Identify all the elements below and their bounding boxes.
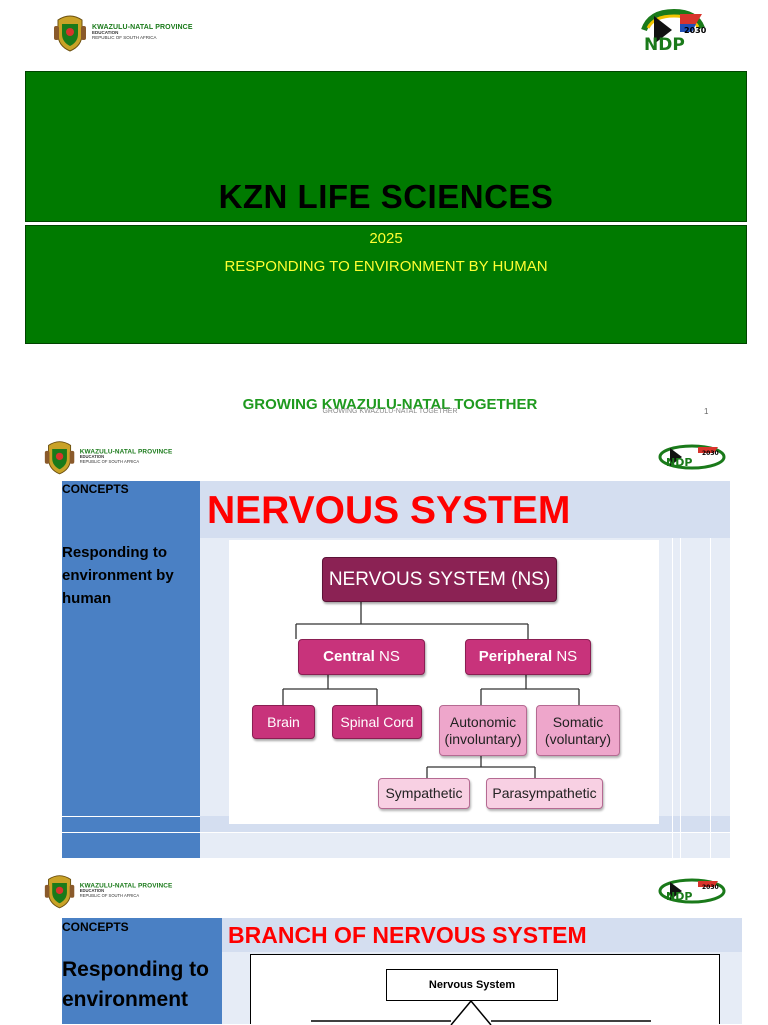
slide-heading: NERVOUS SYSTEM [207, 489, 571, 532]
dept-name: EDUCATION [79, 454, 105, 460]
tagline: GROWING KWAZULU-NATAL TOGETHER [242, 396, 538, 413]
node-central-ns: Central NS [298, 639, 425, 675]
node-nervous-system-box: Nervous System [386, 969, 558, 1001]
node-brain: Brain [252, 705, 315, 739]
coat-of-arms-icon [54, 15, 86, 52]
concepts-label: CONCEPTS [62, 482, 129, 496]
row-divider [62, 816, 200, 817]
diagram-connectors [282, 602, 580, 778]
col-divider [672, 538, 673, 858]
title-panel: KZN LIFE SCIENCES [25, 71, 747, 222]
concepts-label-3: CONCEPTS [62, 920, 129, 934]
subtitle-panel: 2025 RESPONDING TO ENVIRONMENT BY HUMAN [25, 225, 747, 344]
node-sympathetic: Sympathetic [378, 778, 470, 809]
svg-text:2030: 2030 [684, 26, 706, 35]
ndp-2030-icon: 2030 NDP [658, 878, 726, 904]
svg-text:2030: 2030 [702, 884, 719, 891]
kzn-province-logo: KWAZULU-NATAL PROVINCE EDUCATION REPUBLI… [52, 12, 193, 52]
coat-of-arms-icon [44, 441, 75, 475]
year-text: 2025 [369, 230, 403, 247]
heading-band-3 [222, 918, 742, 952]
node-spinal-cord: Spinal Cord [332, 705, 422, 739]
province-name: KWAZULU-NATAL PROVINCE [79, 448, 173, 456]
country-name: REPUBLIC OF SOUTH AFRICA [79, 458, 140, 464]
main-title: KZN LIFE SCIENCES [218, 178, 554, 215]
ndp-2030-icon: 2030 NDP [641, 8, 706, 54]
node-autonomic: Autonomic (involuntary) [439, 705, 527, 756]
node-nervous-system: NERVOUS SYSTEM (NS) [322, 557, 557, 602]
topic-text-3: Responding to environment [62, 958, 209, 1011]
ns-diagram: NERVOUS SYSTEM (NS) Central NS Periphera… [229, 540, 659, 824]
page-number: 1 [704, 407, 709, 416]
svg-text:NDP: NDP [644, 35, 685, 54]
dept-name: EDUCATION [79, 888, 105, 894]
slide-heading-3: BRANCH OF NERVOUS SYSTEM [228, 922, 587, 948]
dept-name: EDUCATION [92, 29, 119, 35]
coat-of-arms-icon [44, 875, 75, 909]
ndp-logo: 2030 NDP [640, 8, 706, 54]
concepts-column-3 [62, 918, 222, 1024]
province-name: KWAZULU-NATAL PROVINCE [92, 23, 193, 31]
node-peripheral-ns: Peripheral NS [465, 639, 591, 675]
heading-band [200, 481, 730, 538]
node-parasympathetic: Parasympathetic [486, 778, 603, 809]
ndp-2030-icon: 2030 NDP [658, 444, 726, 470]
topic-text: Responding to environment by human [62, 544, 174, 607]
tagline-shadow: GROWING KWAZULU-NATAL TOGETHER [322, 408, 458, 415]
node-somatic: Somatic (voluntary) [536, 705, 620, 756]
country-name: REPUBLIC OF SOUTH AFRICA [92, 34, 157, 40]
col-divider [680, 538, 681, 858]
col-divider [710, 538, 711, 858]
subtitle-text: RESPONDING TO ENVIRONMENT BY HUMAN [224, 258, 548, 275]
svg-text:NDP: NDP [666, 456, 692, 469]
province-name: KWAZULU-NATAL PROVINCE [79, 882, 173, 890]
ndp-logo-3: 2030 NDP [658, 878, 726, 904]
kzn-province-logo-2: KWAZULU-NATAL PROVINCE EDUCATION REPUBLI… [43, 438, 172, 475]
row-divider [62, 832, 730, 833]
svg-text:NDP: NDP [666, 890, 692, 903]
svg-text:2030: 2030 [702, 450, 719, 457]
tagline-block: GROWING KWAZULU-NATAL TOGETHER GROWING K… [180, 396, 600, 415]
branch-connectors [311, 1001, 651, 1025]
ndp-logo-2: 2030 NDP [658, 444, 726, 470]
country-name: REPUBLIC OF SOUTH AFRICA [79, 892, 140, 898]
branch-diagram: Nervous System [250, 954, 720, 1025]
kzn-province-logo-3: KWAZULU-NATAL PROVINCE EDUCATION REPUBLI… [43, 872, 172, 909]
concepts-column [62, 481, 200, 858]
